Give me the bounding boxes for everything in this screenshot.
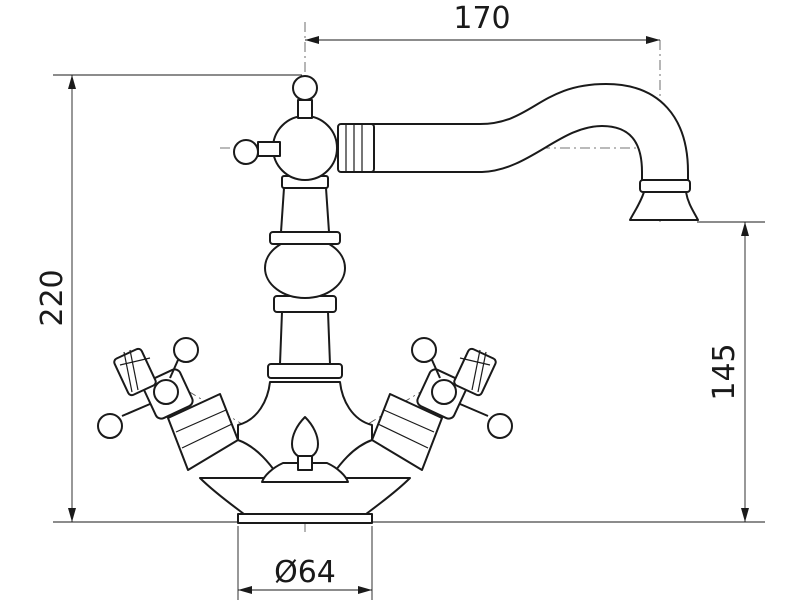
- lever-head: [233, 75, 338, 181]
- side-knob-icon: [233, 139, 259, 165]
- base-diameter-label: Ø64: [274, 555, 336, 590]
- tap-body: [237, 381, 373, 483]
- right-handle-knob-icon: [487, 413, 513, 439]
- spout-reach-label: 170: [453, 1, 510, 36]
- dimension-spout-reach: 170: [305, 1, 660, 44]
- left-handle-knob-icon: [97, 413, 123, 439]
- top-knob-icon: [292, 75, 318, 101]
- total-height-label: 220: [35, 269, 70, 326]
- right-handle-knob-icon: [411, 337, 437, 363]
- dimension-spout-height: 145: [707, 222, 749, 522]
- dimension-total-height: 220: [35, 75, 76, 522]
- left-handle-knob-icon: [173, 337, 199, 363]
- spout: [337, 83, 699, 221]
- base: [199, 477, 411, 524]
- column: [264, 175, 346, 379]
- left-cross-handle: [97, 337, 239, 471]
- right-cross-handle: [371, 337, 513, 471]
- extension-lines: [53, 74, 765, 600]
- spout-height-label: 145: [707, 343, 742, 400]
- dimension-base-diameter: Ø64: [238, 555, 372, 594]
